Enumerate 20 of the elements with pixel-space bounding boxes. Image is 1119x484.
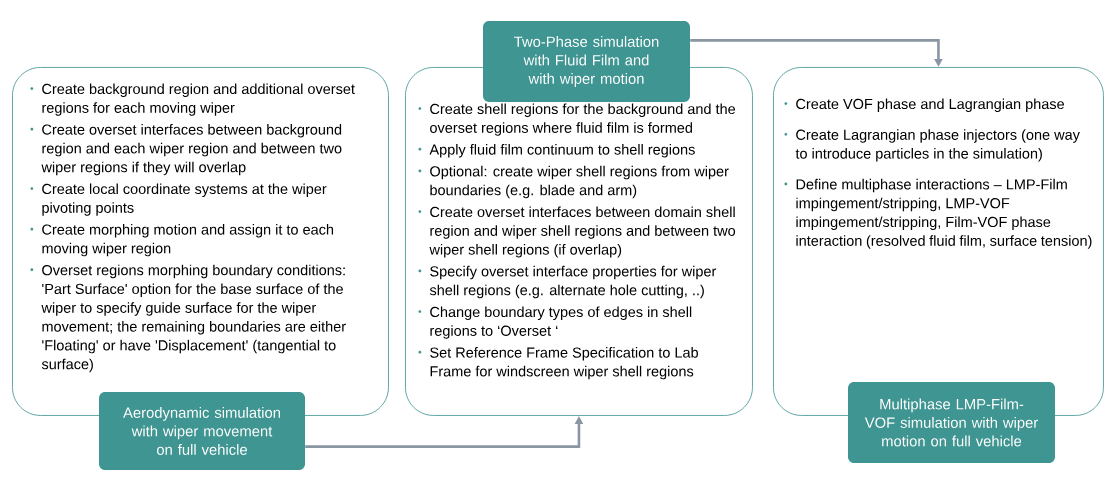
bullet-item: Create Lagrangian phase injectors (one way to introduce particles in the simulation) <box>784 129 1080 162</box>
bullet-item: Optional: create wiper shell regions from wiper boundaries (e.g. blade and arm) <box>418 165 729 199</box>
step-panel <box>405 67 753 416</box>
bullet-item: Create overset interfaces between background region and each wiper region and between two wiper regions if they will overlap <box>30 124 342 176</box>
stage-title-box: Aerodynamic simulation with wiper movement on full vehicle <box>99 392 305 470</box>
bullet-item: Create local coordinate systems at the wiper pivoting points <box>30 183 327 216</box>
bullet-item: Apply fluid film continuum to shell regions <box>418 144 695 158</box>
bullet-item: Define multiphase interactions – LMP-Film impingement/stripping, LMP-VOF impingement/stripping, Film-VOF phase interaction (resolved fluid film, surface tension) <box>784 178 1092 249</box>
stage-title-box: Multiphase LMP-Film-VOF simulation with wiper motion on full vehicle <box>848 382 1055 463</box>
step-panel <box>773 67 1104 416</box>
bullet-item: Set Reference Frame Specification to Lab Frame for windscreen wiper shell regions <box>418 347 698 380</box>
bullet-item: Create shell regions for the background and the overset regions where fluid film is formed <box>418 103 736 136</box>
bullet-item: Overset regions morphing boundary conditions: 'Part Surface' option for the base surface of the wiper to specify guide surface for the wiper movement; the remaining boundaries are either 'Floating' or have 'Displacement' (tangential to surface) <box>30 264 346 373</box>
stage-title-box: Two-Phase simulation with Fluid Film and with wiper motion <box>483 21 690 102</box>
bullet-item: Create morphing motion and assign it to each moving wiper region <box>30 224 334 257</box>
bullet-item: Create VOF phase and Lagrangian phase <box>784 98 1064 112</box>
bullet-item: Specify overset interface properties for wiper shell regions (e.g. alternate hole cutting, ..) <box>418 265 717 299</box>
bullet-item: Create background region and additional overset regions for each moving wiper <box>30 83 355 116</box>
bullet-item: Change boundary types of edges in shell regions to ‘Overset ‘ <box>418 306 692 339</box>
bullet-item: Create overset interfaces between domain shell region and wiper shell regions and between two wiper shell regions (if overlap) <box>418 206 736 258</box>
